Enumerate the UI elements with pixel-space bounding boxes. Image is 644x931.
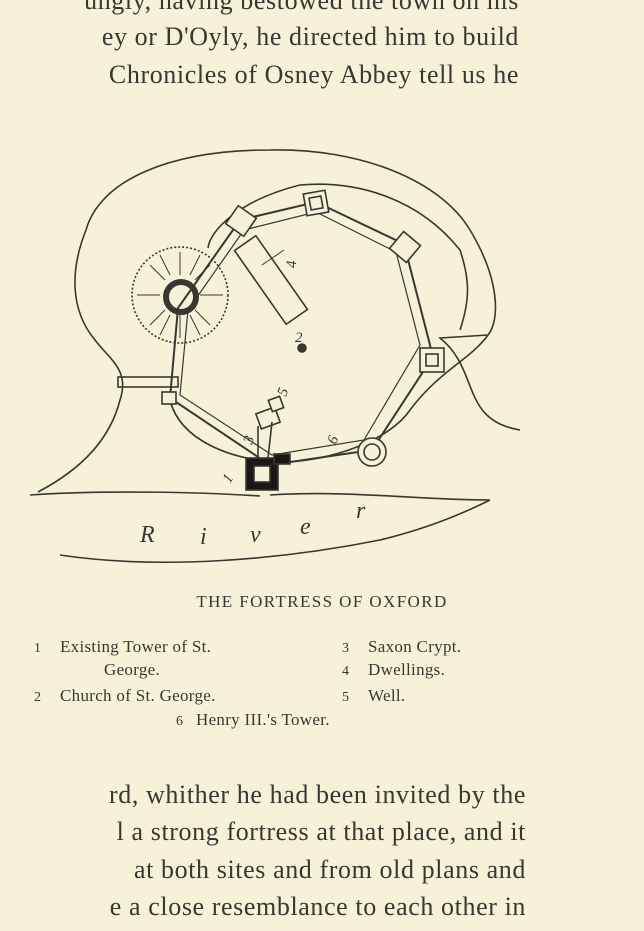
- legend-item-1: 1 Existing Tower of St.: [34, 637, 211, 657]
- body-text-line: l a strong fortress at that place, and i…: [116, 817, 526, 846]
- legend-number: 4: [342, 664, 350, 679]
- tower: [425, 353, 439, 367]
- legend-item-3: 3 Saxon Crypt.: [342, 637, 461, 657]
- legend-item-1-cont: George.: [104, 660, 161, 679]
- body-text-line: at both sites and from old plans and: [133, 855, 526, 884]
- body-text-line: ungly, having bestowed the town on his: [84, 0, 519, 15]
- fortress-plan-figure: 1 2 3 4 5 6 R i v e r: [29, 149, 521, 564]
- gate-bridge: [117, 376, 179, 388]
- legend-text: Well.: [368, 686, 406, 705]
- legend-text: Saxon Crypt.: [368, 637, 462, 656]
- keep-ring: [163, 279, 199, 315]
- svg-text:v: v: [250, 522, 261, 548]
- legend-number: 3: [342, 641, 350, 656]
- tower: [224, 204, 258, 238]
- plan-number: 1: [220, 472, 238, 486]
- legend-item-2: 2 Church of St. George.: [34, 686, 216, 706]
- svg-text:i: i: [200, 524, 207, 550]
- body-text-line: rd, whither he had been invited by the: [108, 780, 526, 809]
- body-text-line: ey or D'Oyly, he directed him to build: [101, 22, 519, 51]
- body-text-line: Chronicles of Osney Abbey tell us he: [108, 60, 519, 89]
- plan-number: 3: [240, 434, 258, 447]
- legend-number: 2: [34, 690, 42, 705]
- mound-hatching: [137, 252, 223, 338]
- moat-outline-left: [37, 229, 124, 493]
- plan-number: 2: [295, 330, 303, 346]
- henry-tower: [357, 437, 387, 467]
- river-bank-upper: [29, 491, 261, 497]
- legend-item-6: 6 Henry III.'s Tower.: [176, 710, 330, 730]
- inner-bank: [169, 334, 489, 463]
- legend-number: 6: [176, 714, 184, 729]
- svg-text:R: R: [139, 522, 155, 548]
- svg-text:e: e: [300, 514, 311, 540]
- legend-text: Existing Tower of St.: [60, 637, 212, 656]
- legend-text: Church of St. George.: [60, 686, 216, 705]
- plan-number: 4: [284, 260, 300, 268]
- body-text-line: e a close resemblance to each other in: [109, 892, 526, 921]
- tower: [419, 347, 445, 373]
- legend-number: 5: [342, 690, 350, 705]
- crypt: [254, 406, 282, 430]
- legend-text: Henry III.'s Tower.: [196, 710, 330, 729]
- mound: [131, 246, 229, 344]
- dwellings: [233, 234, 309, 326]
- river-label: R i v e r: [139, 498, 366, 550]
- tower: [308, 195, 324, 211]
- curtain-wall: [168, 200, 434, 467]
- moat-outline: [85, 149, 521, 431]
- legend-item-4: 4 Dwellings.: [342, 660, 445, 680]
- legend-item-5: 5 Well.: [342, 686, 405, 706]
- river-bank-mid: [269, 492, 491, 501]
- legend-text: Dwellings.: [368, 660, 446, 679]
- tower: [302, 189, 330, 217]
- river-bank-lower: [59, 499, 491, 564]
- figure-caption: THE FORTRESS OF OXFORD: [196, 592, 448, 611]
- legend-number: 1: [34, 641, 42, 656]
- svg-text:r: r: [356, 498, 366, 524]
- tower: [388, 230, 422, 264]
- plan-number: 6: [325, 433, 343, 446]
- church-dot: [297, 343, 307, 353]
